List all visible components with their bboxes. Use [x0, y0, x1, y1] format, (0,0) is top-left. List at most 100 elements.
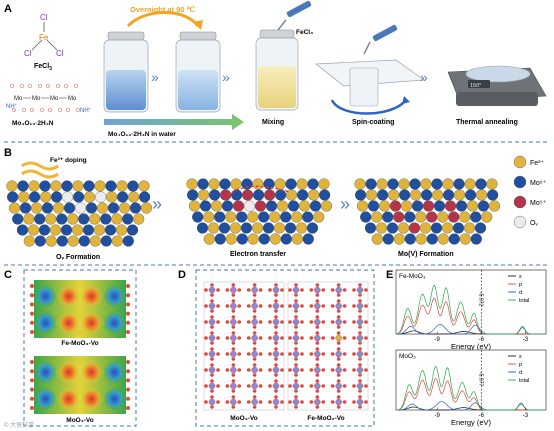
- o-atom: [336, 379, 341, 383]
- atom-sphere: [230, 178, 242, 190]
- mo-atom: [356, 302, 364, 310]
- o-atom: [358, 341, 362, 345]
- o-atom: [342, 336, 347, 340]
- o-atom: [300, 400, 304, 404]
- atom-sphere: [71, 224, 84, 236]
- atom-sphere: [409, 178, 421, 190]
- o-atom: [268, 352, 272, 356]
- o-atom: [30, 396, 34, 401]
- o-atom: [336, 315, 341, 319]
- o-atom: [274, 309, 278, 313]
- o-atom: O: [48, 108, 52, 114]
- atom-sphere: [207, 222, 220, 234]
- atom-sphere: [404, 211, 416, 223]
- atom-sphere: [74, 202, 87, 214]
- atom-sphere: [100, 235, 112, 247]
- atom-sphere: [34, 235, 46, 247]
- o-atom: [321, 288, 326, 292]
- o-atom: [252, 299, 257, 303]
- o-atom: [321, 384, 326, 388]
- o-atom: [315, 331, 320, 335]
- doping-wave-icon: [21, 161, 59, 171]
- density-lobe: [34, 284, 57, 308]
- o-atom: [204, 400, 208, 404]
- o-atom: [280, 368, 284, 372]
- atom-sphere: [474, 222, 487, 234]
- legend-swatch: [513, 175, 527, 189]
- atom-sphere: [313, 211, 325, 223]
- o-atom: [330, 336, 335, 340]
- o-atom: [315, 283, 320, 287]
- mo-atom: [272, 350, 280, 358]
- o-atom: [294, 283, 298, 287]
- o-atom: [364, 320, 368, 324]
- atom-sphere: [17, 180, 29, 192]
- atom-sphere: [298, 200, 311, 212]
- electron-transfer-label: Electron transfer: [230, 251, 286, 258]
- atom-sphere: [488, 200, 501, 212]
- x-axis-label: Energy (eV): [451, 418, 492, 427]
- o-atom: [268, 368, 272, 372]
- density-lobe: [103, 360, 126, 384]
- legend-swatch: [513, 195, 527, 209]
- o-atom: [330, 400, 335, 404]
- o-atom: [280, 304, 284, 308]
- o-atom: [315, 357, 320, 361]
- o-atom: [280, 288, 284, 292]
- mo-atom: [356, 350, 364, 358]
- mo-atom: Mo: [68, 96, 77, 102]
- o-atom: [126, 284, 130, 288]
- chevron-right-icon: »: [420, 69, 428, 85]
- atom-sphere: [73, 191, 85, 203]
- atom-sphere: [6, 180, 18, 192]
- o-atom: [309, 336, 314, 340]
- o-atom: [274, 315, 278, 319]
- o-atom: [30, 320, 34, 325]
- o-atom: [231, 357, 236, 361]
- o-atom: [252, 283, 257, 287]
- o-atom: [330, 368, 335, 372]
- mo-atom: [251, 286, 258, 294]
- density-lobe: [34, 360, 57, 384]
- atom-sphere: [214, 233, 226, 245]
- o-atom: [210, 405, 214, 409]
- o-atom: [364, 384, 368, 388]
- o-atom: [364, 368, 368, 372]
- series-line-d: [396, 324, 546, 335]
- o-atom: [30, 369, 34, 374]
- atom-sphere: [306, 222, 319, 234]
- o-atom: [288, 352, 292, 356]
- series-line-d: [396, 401, 546, 411]
- atom-sphere: [16, 224, 29, 236]
- pipette-icon: [277, 0, 312, 31]
- o-atom: [252, 363, 257, 367]
- mo-atom: [314, 398, 321, 406]
- atom-sphere: [264, 189, 276, 201]
- atom-sphere: [273, 222, 286, 234]
- atom-sphere: [253, 189, 265, 201]
- atom-sphere: [291, 233, 303, 245]
- o-atom: [210, 325, 214, 329]
- mo-atom: [356, 398, 364, 406]
- atom-sphere: [307, 178, 319, 190]
- panel-d-frame: [195, 269, 375, 427]
- o-atom: [358, 315, 362, 319]
- atom-sphere: [29, 191, 41, 203]
- atom-sphere: [420, 178, 432, 190]
- mo-atom: [230, 366, 237, 374]
- chevron-right-icon: »: [151, 69, 159, 85]
- atom-sphere: [111, 213, 123, 225]
- o-atom: [342, 368, 347, 372]
- atom-sphere: [225, 211, 237, 223]
- density-lobe: [103, 387, 126, 411]
- mo-atom: [335, 398, 342, 406]
- legend-label: d: [519, 290, 522, 296]
- o-atom: [280, 352, 284, 356]
- mo-atom: [208, 286, 216, 294]
- atom-sphere: [232, 200, 245, 212]
- o-atom: [237, 288, 242, 292]
- mo-atom: Mo: [14, 96, 23, 102]
- o-atom: [309, 384, 314, 388]
- atom-sphere: [476, 189, 488, 201]
